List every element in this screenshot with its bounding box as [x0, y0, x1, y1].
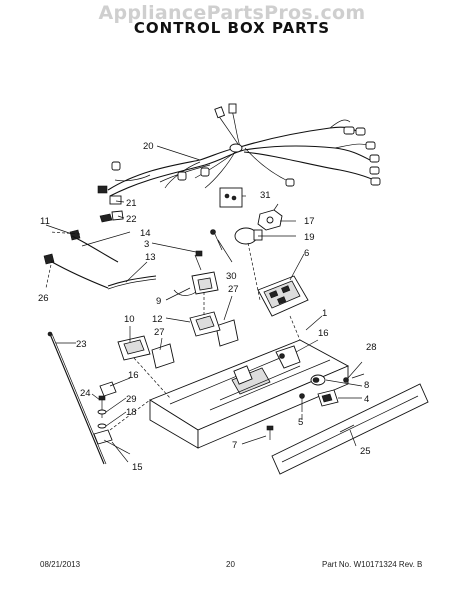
label-27-upper: [215, 319, 239, 347]
callout-16-right: 16: [318, 328, 329, 339]
clip-18: [97, 423, 107, 429]
control-board-6: [257, 275, 309, 317]
callout-20: 20: [143, 141, 154, 152]
callout-11: 11: [40, 216, 50, 227]
bracket-16-left: [99, 381, 117, 397]
footer-date: 08/21/2013: [40, 560, 81, 569]
callout-8: 8: [364, 380, 369, 391]
callout-27-upper: 27: [228, 284, 239, 295]
clamp-15: [93, 429, 131, 455]
callout-13: 13: [145, 252, 156, 263]
wire-harness-part: [97, 103, 381, 197]
footer-part-number: Part No. W10171324 Rev. B: [322, 560, 423, 569]
callout-1: 1: [322, 308, 327, 319]
callout-26: 26: [38, 293, 49, 304]
switch-9: [173, 271, 219, 296]
callout-3: 3: [144, 239, 149, 250]
callout-24: 24: [80, 388, 91, 399]
label-plate-31: [219, 187, 243, 208]
label-27-lower: [151, 343, 175, 369]
callout-4: 4: [364, 394, 369, 405]
callout-17: 17: [304, 216, 315, 227]
part-22: [99, 213, 113, 223]
screw-24: [98, 395, 106, 418]
callout-27-lower: 27: [154, 327, 165, 338]
lamp-socket-17: [257, 203, 283, 231]
callout-10: 10: [124, 314, 135, 325]
leader-lines: [45, 145, 365, 463]
callout-23: 23: [76, 339, 87, 350]
watermark-text: AppliancePartsPros.com: [98, 2, 366, 24]
switch-12: [189, 311, 221, 337]
screw-30: [210, 229, 223, 251]
callout-21: 21: [126, 198, 137, 209]
screw-28: [343, 361, 363, 383]
footer-page-number: 20: [226, 560, 235, 569]
callout-6: 6: [304, 248, 309, 259]
callout-14: 14: [140, 228, 151, 239]
callout-25: 25: [360, 446, 371, 457]
screw-7: [266, 425, 274, 440]
callout-29: 29: [126, 394, 137, 405]
clip-11: [69, 229, 81, 241]
tube-13: [107, 275, 157, 287]
callout-labels: 20 21 22 31 17 19 11 14 3 13 6 30 26 27 …: [38, 141, 377, 473]
callout-31: 31: [260, 190, 271, 201]
callout-9: 9: [156, 296, 161, 307]
screw-3: [194, 250, 203, 271]
callout-5: 5: [298, 417, 303, 428]
bracket-16-right: [275, 345, 301, 369]
callout-18: 18: [126, 407, 137, 418]
trim-strip-25: [271, 383, 429, 475]
washer-29: [97, 409, 107, 415]
callout-22: 22: [126, 214, 137, 225]
part-21: [109, 195, 122, 205]
assembly-lines: [45, 231, 301, 431]
callout-12: 12: [152, 314, 163, 325]
page-title: CONTROL BOX PARTS: [133, 19, 331, 37]
callout-28: 28: [366, 342, 377, 353]
callout-30: 30: [226, 271, 237, 282]
switch-4: [317, 389, 339, 407]
callout-15: 15: [132, 462, 143, 473]
light-bulb-19: [234, 227, 263, 245]
callout-19: 19: [304, 232, 315, 243]
callout-7: 7: [232, 440, 237, 451]
callout-16-left: 16: [128, 370, 139, 381]
screw-5: [299, 393, 305, 412]
switch-10: [117, 335, 151, 361]
knob-8: [310, 374, 326, 386]
